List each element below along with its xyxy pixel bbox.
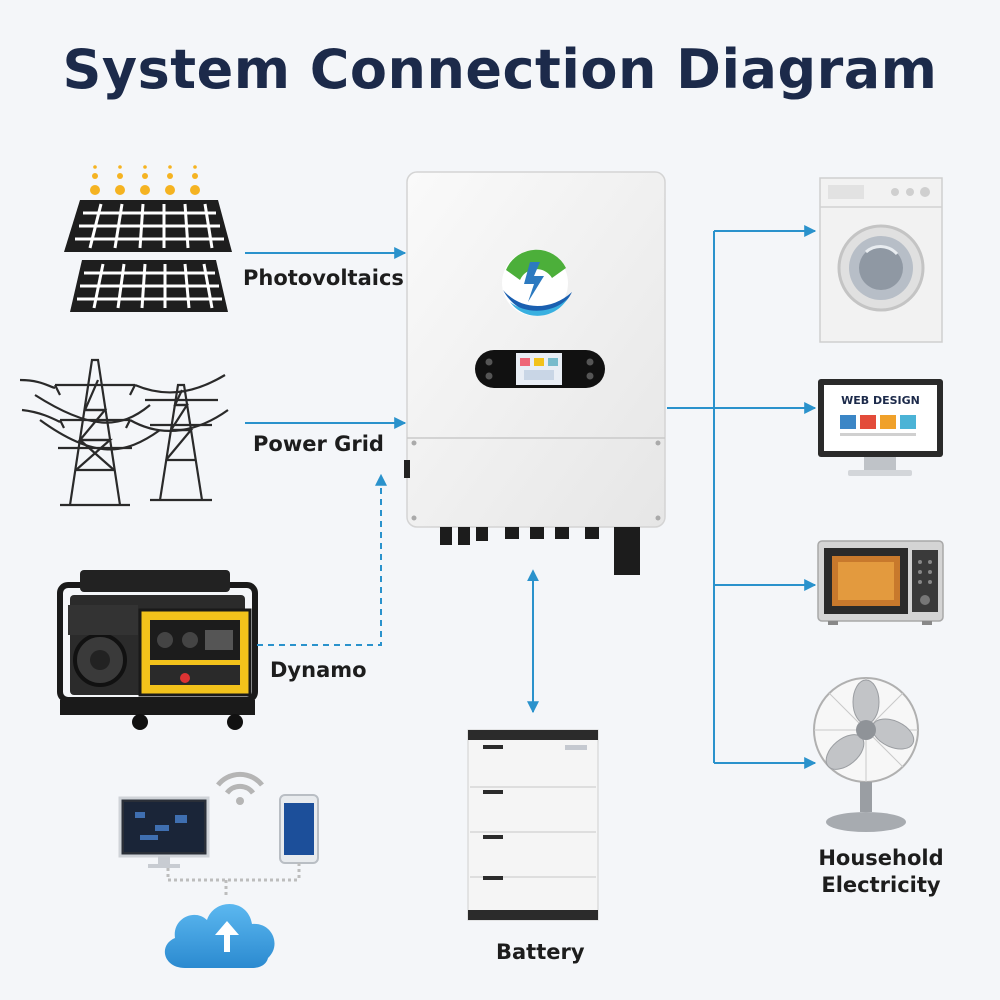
solar-panel-icon — [64, 165, 232, 312]
cloud-upload-icon — [164, 903, 275, 968]
monitor-screen-text: WEB DESIGN — [841, 394, 920, 407]
label-dynamo: Dynamo — [270, 658, 367, 682]
brand-logo-icon — [502, 249, 572, 316]
microwave-icon — [817, 540, 944, 625]
arrow-dynamo-to-inverter — [257, 473, 387, 646]
label-battery: Battery — [496, 940, 585, 964]
label-photovoltaics: Photovoltaics — [243, 266, 404, 290]
page-title: System Connection Diagram — [62, 38, 938, 101]
washing-machine-icon — [819, 177, 943, 343]
battery-stack-icon — [467, 729, 599, 921]
label-household-line2: Electricity — [821, 873, 941, 897]
label-power-grid: Power Grid — [253, 432, 384, 456]
label-household-electricity: Household Electricity — [806, 845, 956, 899]
monitoring-devices-icon — [118, 771, 319, 898]
hybrid-inverter — [404, 171, 666, 575]
monitor-screen-tiles — [840, 415, 916, 436]
label-household-line1: Household — [818, 846, 944, 870]
power-tower-icon — [19, 358, 229, 507]
generator-icon — [57, 570, 258, 730]
computer-monitor-icon — [818, 379, 943, 476]
connection-lines — [245, 225, 817, 769]
electric-fan-icon — [813, 677, 919, 832]
